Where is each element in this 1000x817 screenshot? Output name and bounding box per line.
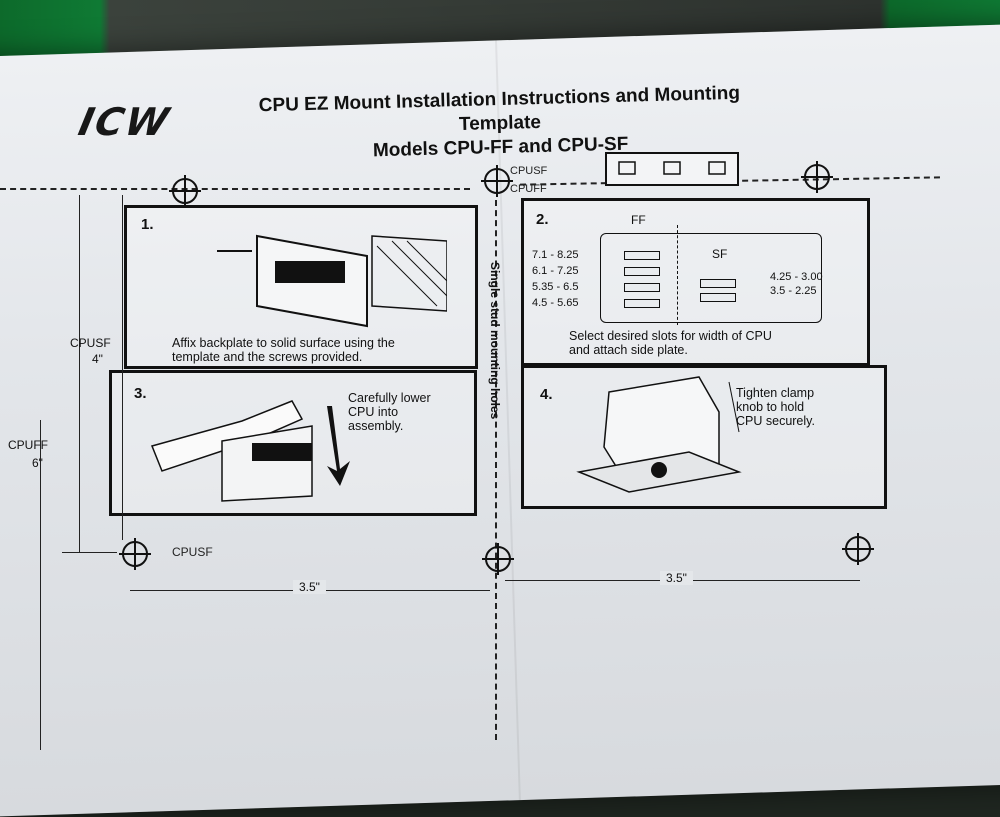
step-4-caption-line-1: Tighten clamp bbox=[736, 386, 815, 400]
step-4-caption-line-3: CPU securely. bbox=[736, 414, 815, 428]
step-3-panel: 3. Carefully lower CPU into assembly. bbox=[109, 370, 477, 516]
step-4-panel: 4. Tighten clamp knob to hold CPU secure… bbox=[521, 365, 887, 509]
cpusf-dimension: 4" bbox=[92, 352, 103, 366]
mount-hole-top-left bbox=[169, 175, 201, 207]
ff-range-2: 6.1 - 7.25 bbox=[532, 265, 579, 277]
cpuff-extension-line bbox=[40, 420, 41, 750]
icw-logo: ICW bbox=[74, 100, 175, 144]
step-4-number: 4. bbox=[540, 386, 553, 403]
cpusf-label-left: CPUSF bbox=[70, 336, 111, 350]
ff-range-1: 7.1 - 8.25 bbox=[532, 249, 579, 261]
ff-slot-2 bbox=[624, 267, 660, 276]
step-4-caption: Tighten clamp knob to hold CPU securely. bbox=[736, 386, 815, 428]
step-4-caption-line-2: knob to hold bbox=[736, 400, 805, 414]
cpusf-dimension-line bbox=[122, 195, 123, 540]
mount-hole-top-right bbox=[801, 161, 833, 193]
step-3-caption: Carefully lower CPU into assembly. bbox=[348, 391, 431, 433]
ff-label: FF bbox=[631, 213, 646, 227]
marker-cpusf-top: CPUSF bbox=[510, 165, 548, 177]
step-2-caption: Select desired slots for width of CPU an… bbox=[569, 329, 772, 357]
top-mount-line-left bbox=[0, 188, 470, 190]
backplate-illustration bbox=[217, 234, 447, 328]
step-1-caption-line-2: template and the screws provided. bbox=[172, 350, 363, 364]
step-1-number: 1. bbox=[141, 216, 154, 233]
center-vertical-line bbox=[495, 200, 497, 740]
bottom-mount-tick-left bbox=[62, 552, 117, 553]
ff-slot-3 bbox=[624, 283, 660, 292]
sheet-content: ICW CPU EZ Mount Installation Instructio… bbox=[0, 82, 940, 750]
step-2-caption-line-2: and attach side plate. bbox=[569, 343, 688, 357]
right-width-label: 3.5" bbox=[660, 571, 693, 585]
lower-cpu-illustration bbox=[150, 400, 350, 502]
ff-sf-divider bbox=[677, 225, 678, 325]
level-graphic bbox=[605, 152, 739, 186]
left-width-label: 3.5" bbox=[293, 580, 326, 594]
mount-hole-bottom-right bbox=[842, 533, 874, 565]
marker-cpuff-top: CPUFF bbox=[510, 183, 547, 195]
sf-range-2: 3.5 - 2.25 bbox=[770, 285, 817, 297]
sf-slot-1 bbox=[700, 279, 736, 288]
sf-label: SF bbox=[712, 247, 728, 261]
marker-cpusf-bottom: CPUSF bbox=[172, 545, 213, 559]
ff-slot-4 bbox=[624, 299, 660, 308]
step-3-caption-line-2: CPU into bbox=[348, 405, 399, 419]
single-stud-label: Single stud mounting holes bbox=[488, 262, 502, 420]
step-2-panel: 2. FF SF 7.1 - 8.25 6.1 - 7.25 5.35 - 6.… bbox=[521, 198, 870, 366]
sf-range-1: 4.25 - 3.00 bbox=[770, 271, 823, 283]
step-3-number: 3. bbox=[134, 385, 147, 402]
sf-slot-2 bbox=[700, 293, 736, 302]
cpuff-dimension: 6" bbox=[32, 456, 43, 470]
slot-plate bbox=[600, 233, 822, 323]
mount-hole-top-center bbox=[481, 165, 513, 197]
mount-hole-bottom-left bbox=[119, 538, 151, 570]
cpuff-label-left: CPUFF bbox=[8, 438, 48, 452]
step-1-caption-line-1: Affix backplate to solid surface using t… bbox=[172, 336, 395, 350]
cpuff-dimension-line bbox=[79, 195, 80, 552]
mount-hole-bottom-center bbox=[482, 543, 514, 575]
step-1-panel: 1. Affix backplate to solid surface usin… bbox=[124, 205, 478, 369]
step-2-caption-line-1: Select desired slots for width of CPU bbox=[569, 329, 772, 343]
ff-range-3: 5.35 - 6.5 bbox=[532, 281, 579, 293]
step-2-number: 2. bbox=[536, 211, 549, 228]
ff-slot-1 bbox=[624, 251, 660, 260]
step-3-caption-line-1: Carefully lower bbox=[348, 391, 431, 405]
step-3-caption-line-3: assembly. bbox=[348, 419, 404, 433]
clamp-illustration bbox=[576, 376, 742, 493]
bubble-level-icon bbox=[618, 161, 726, 175]
step-1-caption: Affix backplate to solid surface using t… bbox=[172, 336, 395, 364]
ff-range-4: 4.5 - 5.65 bbox=[532, 297, 579, 309]
